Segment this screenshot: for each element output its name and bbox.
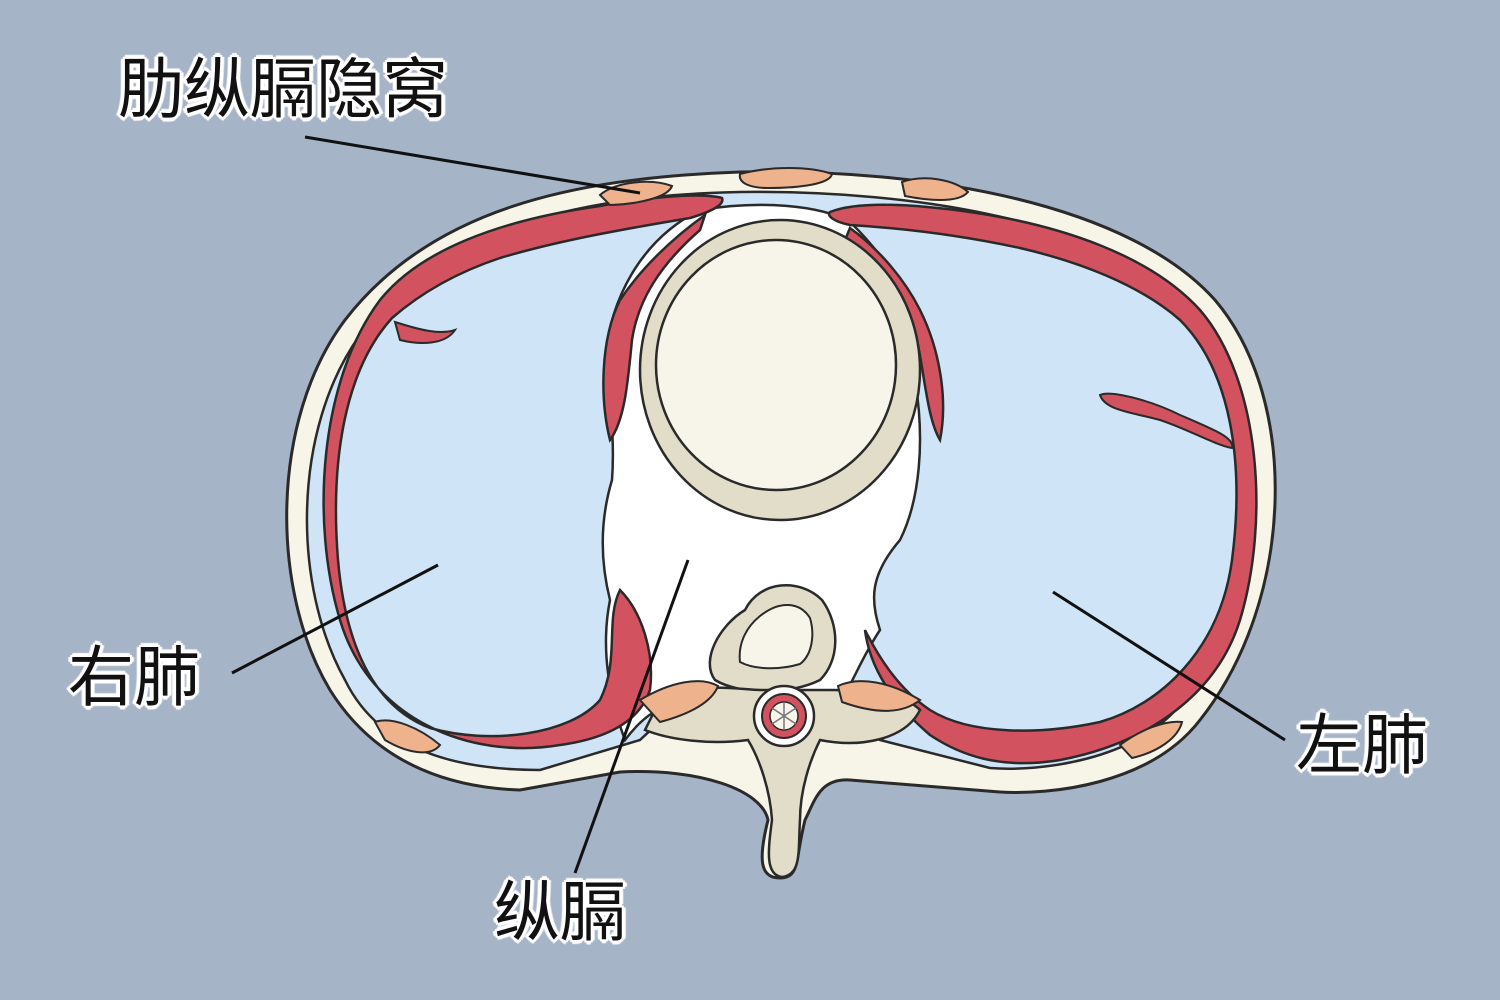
cartilage-top-middle [738,167,834,190]
left-lung-label: 左肺 [1296,707,1428,784]
leader-line-mediastinum [573,559,690,874]
cartilage-left-lower [1118,720,1184,760]
right-pleura [322,194,724,750]
cartilage-top-right [900,177,970,201]
leader-line-left-lung [1052,590,1286,742]
costomediastinal-recess-label: 肋纵膈隐窝 [118,51,448,128]
rib-head-right [638,680,720,724]
left-pleura [827,203,1258,765]
leader-line-right-lung [231,563,439,675]
leader-line-costomediastinal [304,135,641,195]
heart [654,238,898,492]
left-pleura-fissure [1098,392,1234,450]
vertebra-body-inner [738,603,814,670]
rib-head-left [836,680,922,712]
right-mediastinal-pleura [602,211,708,443]
right-lung-label: 右肺 [68,639,200,716]
right-pleura-fissure [393,320,458,344]
spinal-cord-detail [771,702,797,730]
cartilage-right-lower [373,719,442,754]
mediastinum-label: 纵膈 [494,874,626,951]
